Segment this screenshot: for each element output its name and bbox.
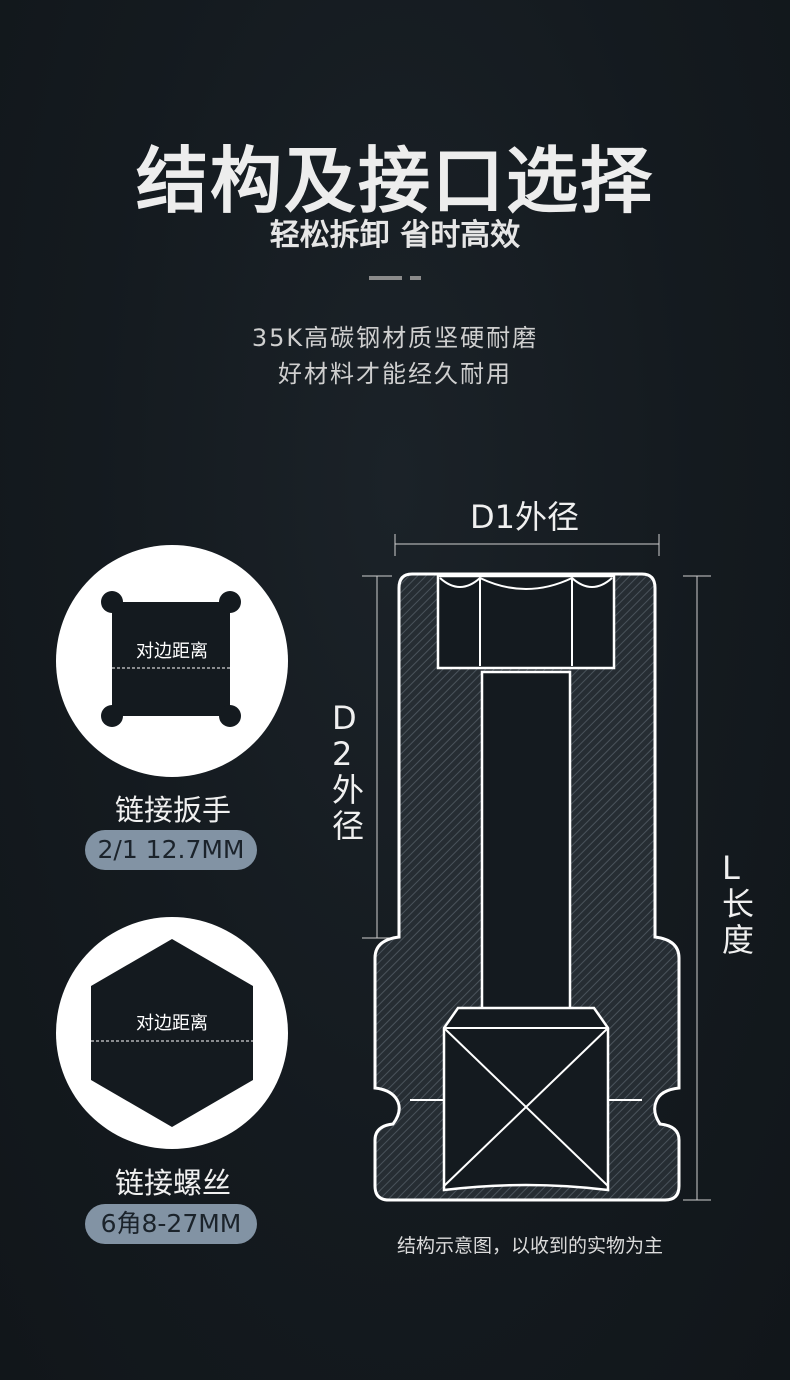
socket-structure-diagram — [362, 534, 711, 1202]
length-label: L长度 — [722, 849, 755, 959]
divider-long — [369, 276, 402, 280]
hexagon-socket-icon: 对边距离 — [91, 939, 253, 1127]
description-line-2: 好材料才能经久耐用 — [278, 360, 512, 388]
hex-socket-spec-badge: 6角8-27MM — [85, 1204, 257, 1244]
hex-socket-illustration: 对边距离 — [56, 917, 288, 1149]
divider-short — [410, 276, 421, 280]
square-drive-illustration: 对边距离 — [56, 545, 288, 777]
page-title: 结构及接口选择 — [135, 139, 654, 223]
page-subtitle: 轻松拆卸 省时高效 — [269, 218, 521, 253]
hex-inner-label: 对边距离 — [136, 1013, 208, 1034]
d2-outer-diameter-label: D2外径 — [332, 699, 365, 845]
diagram-note: 结构示意图，以收到的实物为主 — [396, 1235, 663, 1257]
d1-outer-diameter-label: D1外径 — [470, 498, 580, 536]
hex-socket-caption: 链接螺丝 — [114, 1166, 231, 1200]
square-inner-label: 对边距离 — [136, 641, 208, 662]
square-socket-icon: 对边距离 — [101, 591, 241, 727]
square-drive-spec-badge: 2/1 12.7MM — [85, 830, 257, 870]
square-drive-caption: 链接扳手 — [114, 793, 231, 827]
description-line-1: 35K高碳钢材质坚硬耐磨 — [251, 324, 539, 352]
